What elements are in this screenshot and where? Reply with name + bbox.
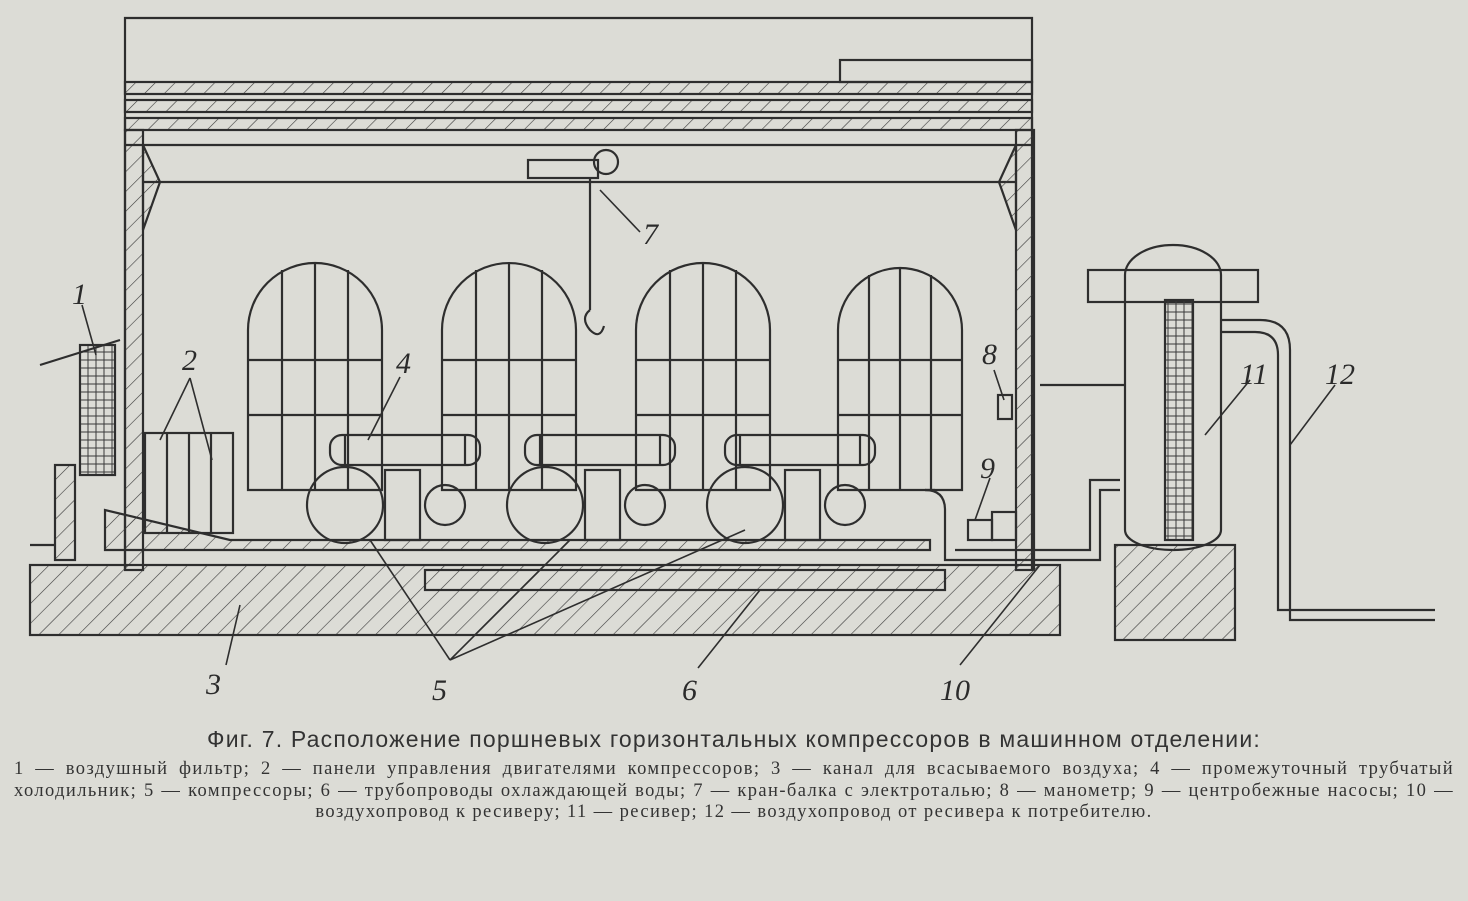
callout-3: 3 — [205, 668, 221, 701]
air-pipe-to-receiver — [924, 478, 1120, 562]
centrifugal-pumps — [966, 510, 1018, 542]
roof-structure — [123, 58, 1034, 231]
callout-2: 2 — [182, 344, 197, 377]
window — [634, 261, 772, 492]
windows — [246, 261, 964, 492]
caption-title: Фиг. 7. Расположение поршневых горизонта… — [207, 726, 1261, 752]
compressor-unit — [705, 433, 877, 545]
callout-5: 5 — [432, 674, 447, 707]
building-walls — [123, 16, 1036, 572]
callout-8: 8 — [982, 338, 997, 371]
control-panels — [143, 431, 235, 535]
callout-4: 4 — [396, 347, 411, 380]
window — [836, 266, 964, 492]
compressor-room-drawing: 1 2 3 4 5 6 7 8 9 10 11 12 — [28, 16, 1435, 707]
callout-9: 9 — [980, 452, 995, 485]
manometer — [996, 393, 1014, 421]
compressor-units — [305, 433, 877, 545]
compressor-unit — [505, 433, 677, 545]
callout-6: 6 — [682, 674, 697, 707]
callout-7: 7 — [643, 218, 660, 251]
crane-beam-hoist — [526, 148, 620, 336]
foundation — [28, 563, 1062, 637]
leader-lines — [81, 189, 1336, 669]
figure-caption: Фиг. 7. Расположение поршневых горизонта… — [14, 726, 1454, 824]
callout-10: 10 — [940, 674, 970, 707]
air-pipe-to-consumer — [1221, 318, 1435, 622]
receiver — [1040, 243, 1260, 642]
callout-11: 11 — [1240, 358, 1268, 391]
air-filter — [30, 338, 121, 562]
compressor-unit — [305, 433, 482, 545]
caption-legend: 1 — воздушный фильтр; 2 — панели управле… — [14, 759, 1454, 822]
window — [246, 261, 384, 492]
callout-1: 1 — [72, 278, 87, 311]
callout-12: 12 — [1325, 358, 1355, 391]
window — [440, 261, 578, 492]
